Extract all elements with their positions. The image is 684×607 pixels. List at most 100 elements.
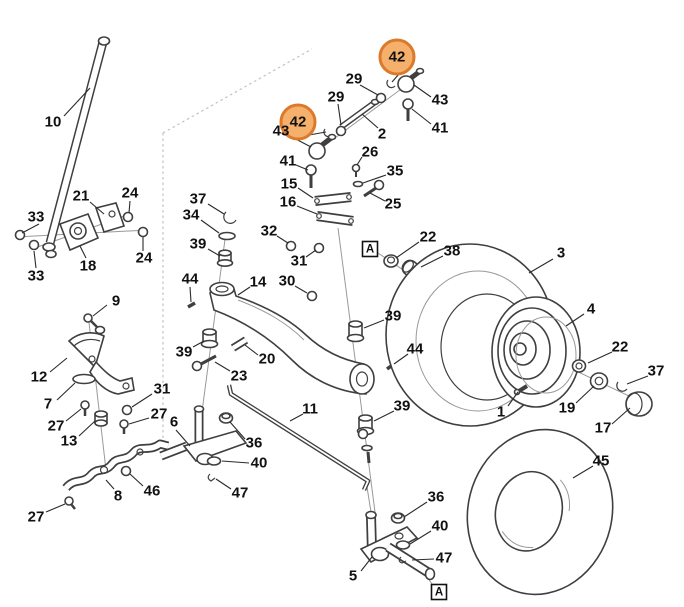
nut-29-b [335, 125, 347, 137]
nut-46 [120, 465, 132, 477]
callout-5: 5 [349, 568, 357, 585]
callout-39: 39 [176, 344, 193, 361]
detail-marker-A: A [366, 244, 374, 256]
detail-marker-box-A-0 [361, 240, 379, 258]
leader-line-18 [79, 245, 87, 259]
callout-13: 13 [61, 433, 78, 450]
callout-12: 12 [31, 369, 48, 386]
callout-36: 36 [428, 489, 445, 506]
pivot-bolt-23 [191, 354, 217, 372]
callout-43: 43 [432, 92, 449, 109]
leader-line-21 [89, 201, 105, 215]
callout-4: 4 [587, 301, 596, 318]
callout-34: 34 [183, 207, 200, 224]
leader-line-20 [244, 344, 259, 356]
callout-37: 37 [648, 363, 665, 380]
callout-33: 33 [28, 268, 45, 285]
leader-line-41 [295, 164, 309, 171]
leader-line-39 [192, 340, 205, 348]
leader-line-11 [289, 413, 304, 422]
leader-line-39 [207, 248, 221, 257]
screw-26 [351, 163, 361, 177]
callout-47: 47 [436, 550, 453, 567]
leader-line-38 [420, 255, 444, 268]
leader-line-29 [359, 84, 379, 96]
washer-34 [218, 231, 236, 241]
bushing-13 [94, 410, 108, 427]
leader-line-27 [45, 503, 66, 513]
stud-41-right [402, 98, 414, 121]
callout-8: 8 [114, 488, 122, 505]
leader-line-31 [305, 249, 317, 258]
callout-9: 9 [112, 293, 120, 310]
nut-29-a [375, 92, 387, 104]
washer-40-left [206, 456, 222, 466]
callout-22: 22 [612, 339, 629, 356]
leader-line-31 [131, 393, 153, 408]
leader-line-23 [214, 361, 231, 372]
callout-33: 33 [28, 209, 45, 226]
callout-47: 47 [232, 485, 249, 502]
callout-42: 42 [290, 114, 307, 131]
callout-22: 22 [420, 229, 437, 246]
leader-line-8 [105, 479, 115, 490]
callout-17: 17 [595, 420, 612, 437]
steering-sector [67, 332, 135, 395]
detail-marker-A: A [435, 587, 443, 599]
callout-32: 32 [261, 223, 278, 240]
washer-40-right [395, 540, 411, 550]
steering-links [314, 192, 354, 226]
nut-31-left [121, 404, 133, 416]
callout-42: 42 [389, 49, 406, 66]
callout-2: 2 [378, 126, 386, 143]
snap-ring-37-right [616, 381, 628, 392]
leader-lines [21, 73, 649, 572]
callout-6: 6 [170, 414, 178, 431]
leader-line-10 [63, 87, 91, 117]
callout-35: 35 [387, 163, 404, 180]
callout-39: 39 [394, 398, 411, 415]
leader-line-42 [308, 131, 327, 136]
highlight-circles [279, 38, 416, 141]
leader-line-4 [565, 313, 585, 327]
leader-line-40 [409, 530, 432, 545]
callout-45: 45 [593, 453, 610, 470]
leader-line-30 [294, 285, 308, 294]
callout-15: 15 [281, 176, 298, 193]
leader-line-27 [65, 408, 82, 422]
leader-line-9 [92, 304, 108, 317]
callout-44: 44 [182, 271, 199, 288]
hub-cap-17 [625, 391, 653, 417]
washer-35 [352, 180, 364, 188]
leader-line-39 [363, 319, 385, 329]
callout-21: 21 [73, 188, 90, 205]
callout-43: 43 [273, 123, 290, 140]
cap-nut-36-left [218, 412, 234, 424]
callout-40: 40 [432, 518, 449, 535]
wheel-rim [491, 296, 581, 408]
snap-ring-37-left [223, 211, 237, 224]
leader-line-3 [528, 258, 554, 274]
callout-36: 36 [246, 435, 263, 452]
leader-line-44 [189, 286, 192, 303]
leader-line-37 [626, 375, 649, 385]
right-spindle [357, 428, 436, 581]
bushing-39-a [216, 249, 234, 267]
callout-31: 31 [154, 381, 171, 398]
leader-line-7 [56, 382, 76, 401]
leader-line-2 [361, 113, 379, 129]
callout-10: 10 [45, 114, 62, 131]
leader-line-47 [411, 558, 435, 561]
callout-30: 30 [279, 273, 296, 290]
bolt-27-left [80, 400, 90, 416]
callout-41: 41 [432, 120, 449, 137]
detail-markers: AA [361, 240, 448, 601]
callout-26: 26 [362, 144, 379, 161]
leader-line-37 [207, 203, 225, 215]
leader-line-26 [356, 156, 363, 166]
axle-beam [209, 281, 375, 395]
callout-1: 1 [497, 404, 505, 421]
callout-11: 11 [302, 401, 318, 418]
leader-line-41 [411, 108, 432, 125]
